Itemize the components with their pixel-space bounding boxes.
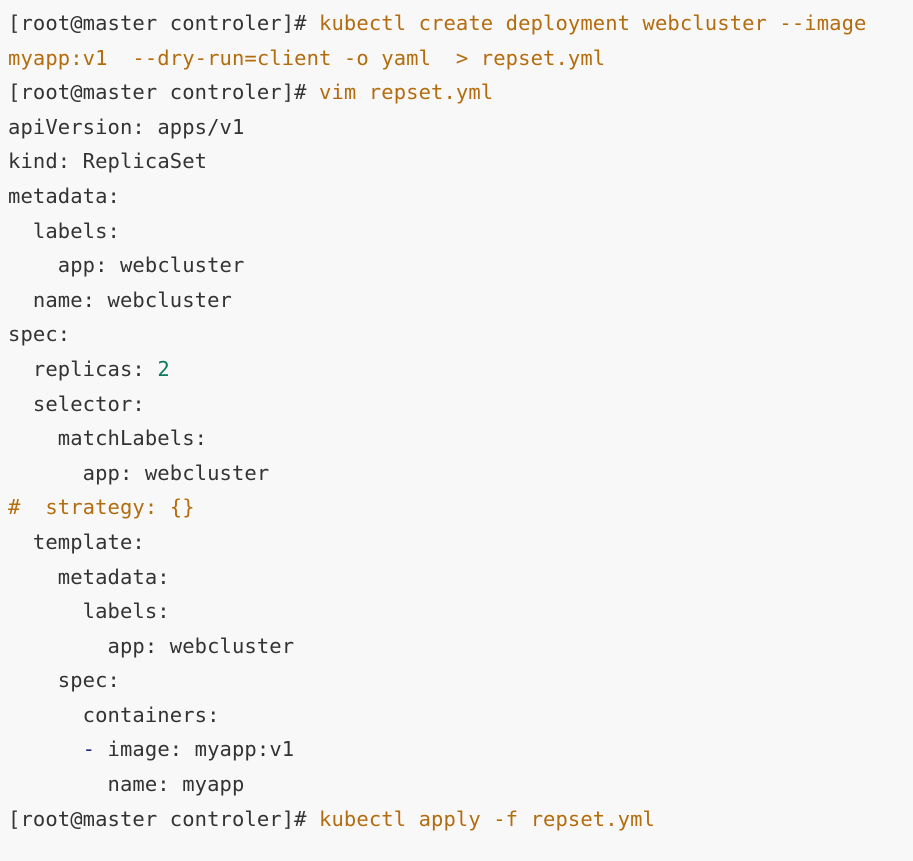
yaml-line-app: app: webcluster xyxy=(8,248,913,283)
yaml-number-value: 2 xyxy=(144,356,170,381)
yaml-key: spec: xyxy=(8,322,71,347)
code-line-kubectl-create: [root@master controler]# kubectl create … xyxy=(8,6,913,41)
yaml-line-replicas: replicas: 2 xyxy=(8,352,913,387)
yaml-line-template-metadata: metadata: xyxy=(8,560,913,595)
yaml-line-container-name: name: myapp xyxy=(8,767,913,802)
yaml-value: webcluster xyxy=(132,460,270,485)
yaml-key: app: xyxy=(8,460,133,485)
shell-command-continued: myapp:v1 --dry-run=client -o yaml > reps… xyxy=(8,45,606,70)
yaml-line-metadata: metadata: xyxy=(8,179,913,214)
yaml-line-matchlabels: matchLabels: xyxy=(8,421,913,456)
yaml-key: labels: xyxy=(8,599,170,624)
yaml-key: name: xyxy=(8,287,96,312)
shell-command: vim repset.yml xyxy=(306,80,494,105)
code-line-vim: [root@master controler]# vim repset.yml xyxy=(8,75,913,110)
yaml-value: myapp:v1 xyxy=(182,737,295,762)
yaml-key: matchLabels: xyxy=(8,426,208,451)
yaml-line-containers: containers: xyxy=(8,698,913,733)
yaml-line-apiversion: apiVersion: apps/v1 xyxy=(8,110,913,145)
yaml-value: apps/v1 xyxy=(144,114,245,139)
yaml-key: spec: xyxy=(8,668,120,693)
shell-command: kubectl create deployment webcluster --i… xyxy=(306,11,867,35)
yaml-line-spec: spec: xyxy=(8,317,913,352)
code-line-kubectl-apply: [root@master controler]# kubectl apply -… xyxy=(8,802,913,837)
yaml-value: webcluster xyxy=(157,633,295,658)
yaml-line-selector: selector: xyxy=(8,387,913,422)
shell-command: kubectl apply -f repset.yml xyxy=(306,806,655,831)
shell-prompt: [root@master controler]# xyxy=(8,80,307,105)
yaml-line-name: name: webcluster xyxy=(8,283,913,318)
yaml-key: app: xyxy=(8,633,158,658)
yaml-line-kind: kind: ReplicaSet xyxy=(8,144,913,179)
yaml-key: name: xyxy=(8,772,170,797)
yaml-key: metadata: xyxy=(8,564,170,589)
yaml-line-app: app: webcluster xyxy=(8,456,913,491)
yaml-line-labels: labels: xyxy=(8,214,913,249)
yaml-key: labels: xyxy=(8,218,120,243)
shell-prompt: [root@master controler]# xyxy=(8,11,307,35)
yaml-value: webcluster xyxy=(107,253,245,278)
yaml-line-template-spec: spec: xyxy=(8,663,913,698)
yaml-key: metadata: xyxy=(8,183,120,208)
yaml-comment: # strategy: {} xyxy=(8,495,195,520)
yaml-line-template-labels: labels: xyxy=(8,594,913,629)
yaml-list-dash: - xyxy=(82,737,96,762)
yaml-line-template: template: xyxy=(8,525,913,560)
shell-prompt: [root@master controler]# xyxy=(8,806,307,831)
yaml-line-strategy-comment: # strategy: {} xyxy=(8,490,913,525)
code-line-kubectl-create-wrap: myapp:v1 --dry-run=client -o yaml > reps… xyxy=(8,41,913,76)
yaml-key: app: xyxy=(8,253,108,278)
yaml-key: kind: xyxy=(8,149,71,174)
yaml-key: replicas: xyxy=(8,356,145,381)
yaml-value: ReplicaSet xyxy=(70,149,208,174)
yaml-key: template: xyxy=(8,529,145,554)
yaml-key: image: xyxy=(95,737,183,762)
yaml-value: myapp xyxy=(169,772,245,797)
yaml-line-app: app: webcluster xyxy=(8,629,913,664)
yaml-line-image: - image: myapp:v1 xyxy=(8,732,913,767)
yaml-key: selector: xyxy=(8,391,145,416)
yaml-key: apiVersion: xyxy=(8,114,145,139)
yaml-indent xyxy=(8,737,83,761)
yaml-value: webcluster xyxy=(95,287,232,312)
yaml-key: containers: xyxy=(8,702,220,727)
